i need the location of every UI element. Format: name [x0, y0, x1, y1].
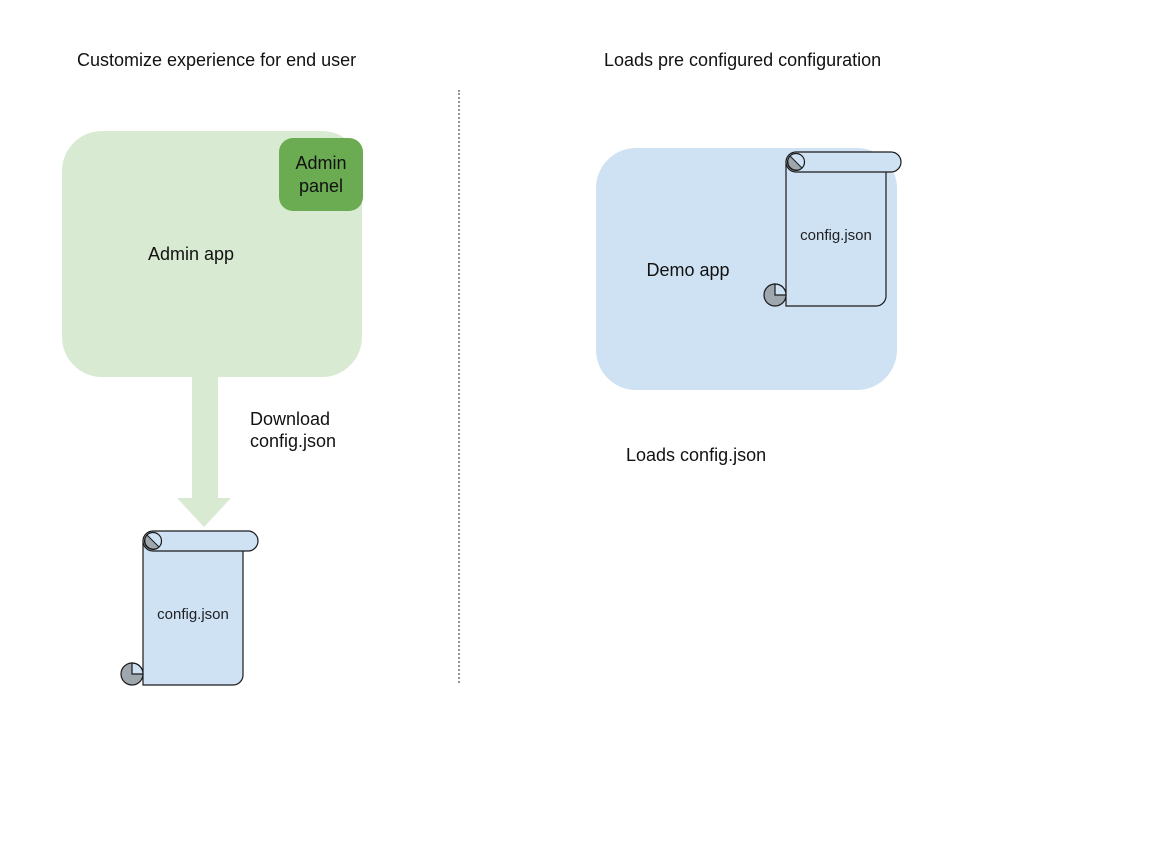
- loads-config-caption: Loads config.json: [626, 445, 767, 465]
- config-file-label-left: config.json: [157, 606, 229, 623]
- download-arrow-label-line1: Download: [250, 409, 331, 429]
- config-file-scroll-icon-right: config.json: [763, 151, 902, 307]
- config-file-label-right: config.json: [800, 227, 872, 244]
- admin-panel-label-line2: panel: [298, 175, 344, 196]
- panel-divider: [458, 90, 460, 683]
- admin-panel-shape: Admin panel: [279, 138, 363, 211]
- download-arrow-shaft: [192, 376, 218, 499]
- config-file-scroll-icon-left: config.json: [120, 530, 259, 686]
- download-arrow-label-line2: config.json: [250, 431, 337, 451]
- right-panel-title: Loads pre configured configuration: [604, 50, 882, 70]
- demo-app-label: Demo app: [646, 260, 730, 280]
- download-arrow-label: Download config.json: [250, 408, 336, 452]
- left-panel-title: Customize experience for end user: [77, 50, 357, 70]
- admin-app-label: Admin app: [147, 244, 235, 264]
- admin-panel-label-line1: Admin: [295, 152, 347, 173]
- download-arrow-head: [177, 498, 231, 527]
